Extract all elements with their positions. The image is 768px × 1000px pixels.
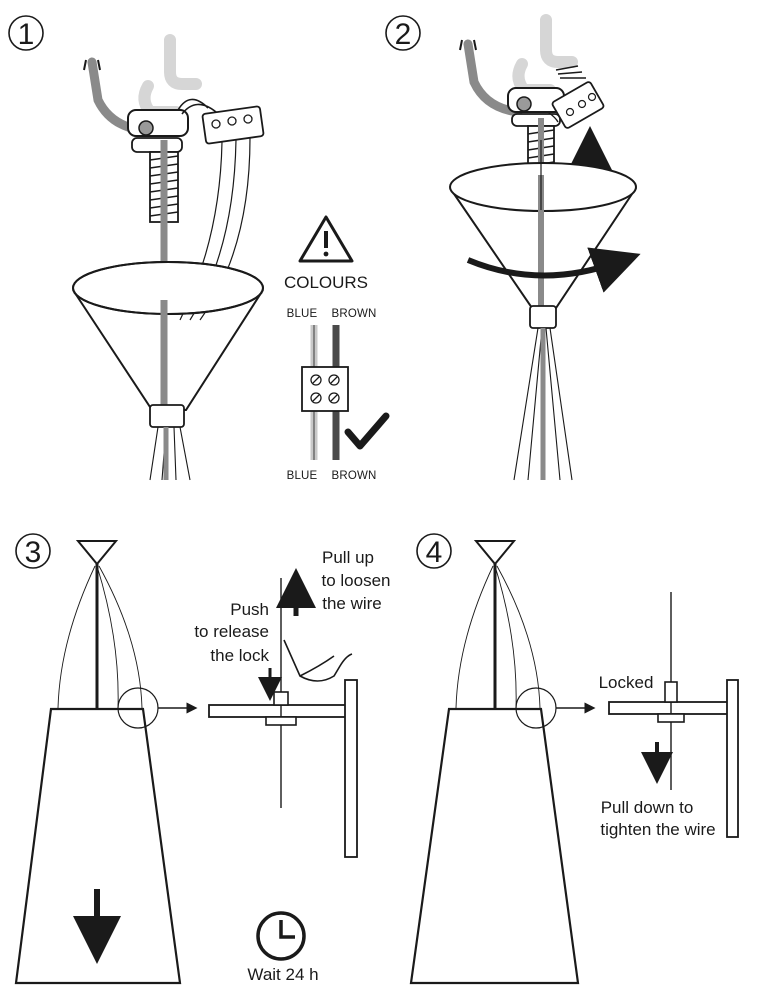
clock-icon	[256, 911, 306, 961]
step-1-lamp-shade	[72, 261, 264, 481]
pull-up-line-3: the wire	[322, 594, 382, 613]
step-4-number: 4	[426, 536, 443, 569]
wire-label-brown-bottom: BROWN	[331, 470, 376, 482]
rotate-arrow	[466, 247, 641, 293]
step-4-badge: 4	[416, 533, 452, 569]
wire-label-brown-top: BROWN	[331, 308, 376, 320]
step-1-canopy-bracket	[127, 109, 189, 153]
wire-connector-block	[301, 366, 349, 412]
step-4-lock-detail	[608, 592, 739, 838]
pull-down-line-2: tighten the wire	[600, 820, 715, 839]
step-2-number: 2	[395, 18, 412, 51]
step-2-canopy-bracket	[507, 87, 565, 127]
wire-label-blue-bottom: BLUE	[287, 470, 318, 482]
pull-down-line-1: Pull down to	[601, 798, 694, 817]
step-3-lock-detail	[208, 568, 358, 858]
step-4-pendant-lamp	[409, 540, 596, 985]
step-2-panel: 2	[385, 14, 641, 481]
wait-label: Wait 24 h	[247, 965, 318, 984]
finger-icon	[283, 639, 353, 682]
step-3-badge: 3	[15, 533, 51, 569]
step-3-number: 3	[25, 536, 42, 569]
pull-up-line-1: Pull up	[322, 548, 374, 567]
step-2-ceiling-hook	[512, 14, 578, 96]
colours-title: COLOURS	[284, 273, 368, 292]
push-line-1: Push	[230, 600, 269, 619]
step-1-panel: 1	[8, 15, 265, 481]
step-4-panel: 4 Locked Pull down to tighten the wire	[409, 533, 739, 985]
step-1-badge: 1	[8, 15, 44, 51]
wire-label-blue-top: BLUE	[287, 308, 318, 320]
step-2-badge: 2	[385, 15, 421, 51]
step-2-terminal-block	[547, 65, 605, 129]
pull-up-line-2: to loosen	[322, 571, 391, 590]
colours-warning: COLOURS BLUE BROWN BLUE BROWN	[284, 215, 390, 482]
step-1-number: 1	[18, 18, 35, 51]
warning-triangle-icon	[298, 215, 354, 263]
step-3-panel: 3 Pull up to loosen the wire Push to rel…	[14, 533, 391, 985]
step-1-terminal-block	[177, 98, 265, 321]
step-2-lamp-shade	[449, 140, 637, 481]
locked-label: Locked	[599, 673, 654, 692]
push-line-2: to release	[194, 622, 269, 641]
checkmark-icon	[344, 412, 390, 450]
step-1-ceiling-hook	[138, 34, 202, 118]
step-3-pendant-lamp	[14, 540, 198, 985]
push-line-3: the lock	[210, 646, 269, 665]
